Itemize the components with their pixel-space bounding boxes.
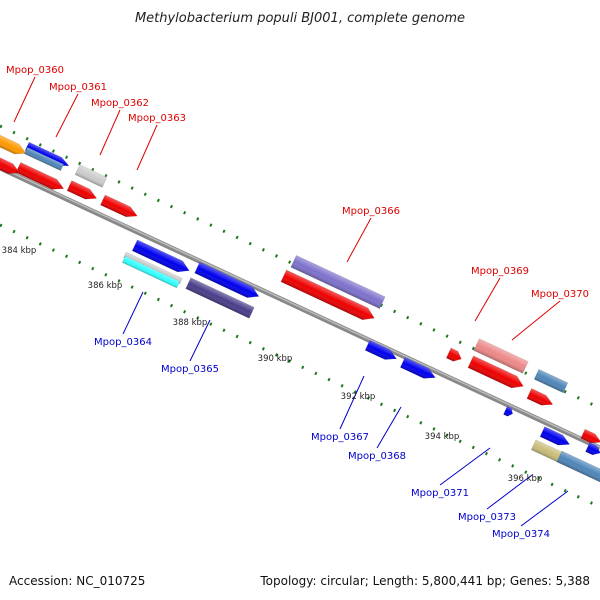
gene-0367-arrow bbox=[364, 339, 398, 360]
gene-0360-arrow bbox=[0, 129, 27, 155]
gene-0372-arrow bbox=[539, 426, 571, 446]
callout-mpop-0370-label: Mpop_0370 bbox=[531, 289, 589, 300]
callout-mpop-0368-leader bbox=[376, 406, 402, 449]
callout-mpop-0361-leader bbox=[55, 93, 79, 138]
callout-mpop-0361-label: Mpop_0361 bbox=[49, 82, 107, 93]
tick-label-392-kbp: 392 kbp bbox=[341, 392, 376, 402]
callout-mpop-0363-leader bbox=[136, 124, 158, 171]
gene-0374-arrow bbox=[556, 450, 600, 484]
gene-red-c-arrow bbox=[66, 180, 98, 200]
callout-mpop-0370-leader bbox=[511, 300, 561, 341]
callout-mpop-0366-label: Mpop_0366 bbox=[342, 206, 400, 217]
tick-label-388-kbp: 388 kbp bbox=[173, 318, 208, 328]
callout-mpop-0365-leader bbox=[189, 319, 211, 362]
callout-mpop-0362-label: Mpop_0362 bbox=[91, 98, 149, 109]
tick-label-394-kbp: 394 kbp bbox=[425, 432, 460, 442]
gene-0364c-arrow bbox=[121, 255, 181, 289]
callout-mpop-0362-leader bbox=[99, 109, 121, 156]
topology-text: Topology: circular; Length: 5,800,441 bp… bbox=[259, 574, 590, 588]
tick-label-384-kbp: 384 kbp bbox=[2, 246, 37, 256]
callout-mpop-0371-leader bbox=[439, 447, 491, 486]
gene-0361b-arrow bbox=[23, 146, 65, 172]
gene-0370b-arrow bbox=[526, 388, 554, 406]
callout-mpop-0374-label: Mpop_0374 bbox=[492, 529, 550, 540]
gene-red-d-arrow bbox=[445, 347, 462, 362]
gene-0366b-arrow bbox=[280, 269, 375, 321]
gene-0372b-arrow bbox=[580, 428, 600, 444]
gene-red-a-arrow bbox=[0, 155, 21, 174]
callout-mpop-0368-label: Mpop_0368 bbox=[348, 451, 406, 462]
callout-mpop-0366-leader bbox=[346, 217, 372, 263]
callout-mpop-0360-label: Mpop_0360 bbox=[6, 65, 64, 76]
callout-mpop-0367-leader bbox=[339, 375, 365, 430]
genome-backbone bbox=[0, 165, 600, 451]
callout-mpop-0365-label: Mpop_0365 bbox=[161, 364, 219, 375]
callout-mpop-0363-label: Mpop_0363 bbox=[128, 113, 186, 124]
accession-text: Accession: NC_010725 bbox=[9, 574, 145, 588]
callout-mpop-0367-label: Mpop_0367 bbox=[311, 432, 369, 443]
callout-mpop-0364-label: Mpop_0364 bbox=[94, 337, 152, 348]
gene-0364b-arrow bbox=[123, 251, 183, 285]
gene-0371-arrow bbox=[503, 405, 513, 417]
tick-label-390-kbp: 390 kbp bbox=[258, 354, 293, 364]
gene-0362-arrow bbox=[74, 164, 108, 188]
lower-tick-row bbox=[0, 223, 600, 509]
gene-0365-arrow bbox=[194, 261, 260, 298]
map-title: Methylobacterium populi BJ001, complete … bbox=[135, 11, 465, 26]
gene-0370-arrow bbox=[533, 368, 569, 394]
callout-mpop-0374-leader bbox=[520, 490, 569, 527]
tick-label-396-kbp: 396 kbp bbox=[508, 474, 543, 484]
callout-mpop-0360-leader bbox=[13, 76, 36, 123]
gene-0364-arrow bbox=[131, 239, 190, 273]
gene-0361-arrow bbox=[24, 141, 70, 167]
callout-mpop-0373-leader bbox=[486, 474, 533, 510]
gene-0368-arrow bbox=[399, 357, 436, 379]
gene-red-b-arrow bbox=[15, 162, 65, 190]
gene-0369b-arrow bbox=[467, 355, 524, 389]
callout-mpop-0371-label: Mpop_0371 bbox=[411, 488, 469, 499]
gene-0363-arrow bbox=[100, 194, 138, 218]
gene-0365b-arrow bbox=[185, 277, 255, 319]
callout-mpop-0373-label: Mpop_0373 bbox=[458, 512, 516, 523]
callout-mpop-0369-leader bbox=[474, 277, 501, 322]
callout-mpop-0364-leader bbox=[122, 291, 144, 335]
callout-mpop-0369-label: Mpop_0369 bbox=[471, 266, 529, 277]
gene-0366-arrow bbox=[290, 254, 386, 310]
tick-label-386-kbp: 386 kbp bbox=[88, 281, 123, 291]
genome-backbone-highlight bbox=[0, 166, 600, 448]
gene-0369-arrow bbox=[473, 338, 529, 374]
gene-0375-arrow bbox=[585, 442, 600, 456]
